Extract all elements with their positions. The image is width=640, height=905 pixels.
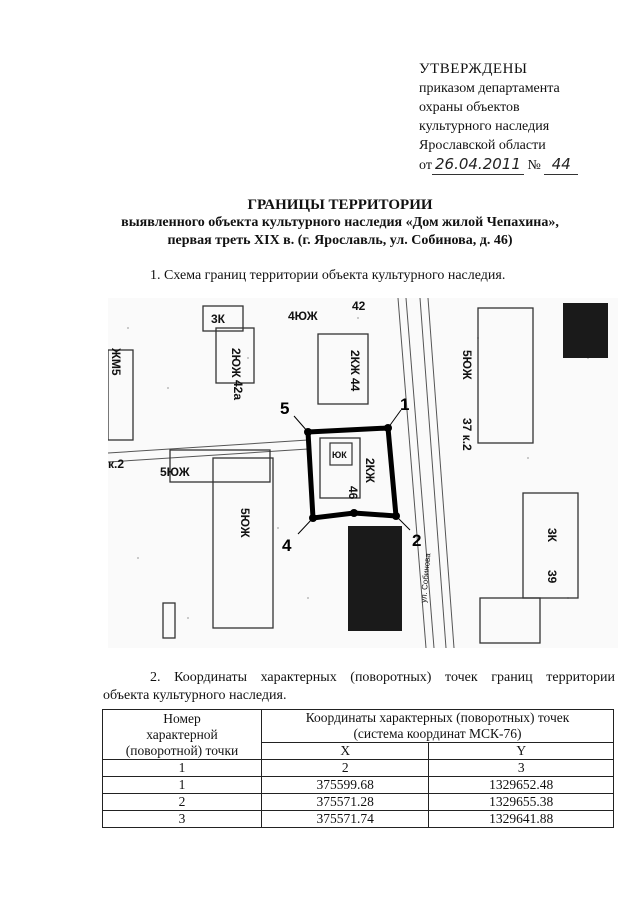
section-1-heading: 1. Схема границ территории объекта культ…	[150, 268, 506, 283]
building-label: 4ЮЖ	[288, 309, 318, 323]
title-line-2: выявленного объекта культурного наследия…	[121, 215, 559, 230]
cell-x: 375571.74	[260, 810, 430, 828]
approval-line: культурного наследия	[419, 119, 550, 134]
table-row: 3 375571.74 1329641.88	[102, 810, 614, 828]
point-label: 1	[400, 395, 409, 414]
handwritten-date: 26.04.2011	[431, 155, 524, 175]
territory-boundary	[305, 425, 399, 521]
dark-building	[563, 303, 608, 358]
approval-line: приказом департамента	[419, 81, 560, 96]
cell-y: 1329641.88	[428, 810, 614, 828]
building-label: ЮК	[332, 450, 347, 460]
column-number: 2	[260, 759, 430, 777]
column-number: 1	[102, 759, 262, 777]
buildings	[108, 305, 579, 644]
building-label: 2КЖ	[363, 458, 377, 483]
header-text: (система координат МСК-76)	[353, 726, 522, 741]
map-texture	[127, 317, 589, 619]
building-label: к.2	[108, 457, 124, 471]
table-row: 2 375571.28 1329655.38	[102, 793, 614, 811]
point-label: 4	[282, 536, 292, 555]
section-2-line-1: 2. Координаты характерных (поворотных) т…	[150, 670, 615, 685]
dark-building	[348, 526, 402, 631]
point-label: 5	[280, 399, 289, 418]
building-label: 2КЖ	[348, 350, 362, 375]
table-row: 1 375599.68 1329652.48	[102, 776, 614, 794]
date-prefix: от	[419, 158, 432, 173]
point-label: 2	[412, 531, 421, 550]
header-x: X	[260, 742, 430, 760]
building-label: 39	[545, 570, 559, 584]
building-label: 44	[348, 378, 362, 392]
street-label: ул. Собинова	[419, 552, 432, 603]
building-label: 42а	[231, 380, 245, 400]
building-label: 5ЮЖ	[238, 508, 252, 538]
header-text: характерной	[146, 726, 218, 742]
building-label: 37 к.2	[460, 418, 474, 451]
cell-y: 1329652.48	[428, 776, 614, 794]
cell-y: 1329655.38	[428, 793, 614, 811]
cell-point: 3	[102, 810, 262, 828]
header-coordinates: Координаты характерных (поворотных) точе…	[261, 709, 614, 743]
handwritten-number: 44	[544, 155, 579, 175]
building-label: ЖМ5	[109, 347, 123, 376]
building-label: 3К	[545, 528, 559, 543]
number-prefix: №	[527, 158, 541, 173]
coordinates-table: Номер характерной (поворотной) точки Коо…	[102, 709, 614, 828]
cell-x: 375571.28	[260, 793, 430, 811]
approval-heading: УТВЕРЖДЕНЫ	[419, 61, 528, 77]
cell-point: 2	[102, 793, 262, 811]
building-label: 5ЮЖ	[160, 465, 190, 479]
header-y: Y	[428, 742, 614, 760]
column-number: 3	[428, 759, 614, 777]
cell-x: 375599.68	[260, 776, 430, 794]
document-title: ГРАНИЦЫ ТЕРРИТОРИИ выявленного объекта к…	[60, 196, 620, 250]
boundary-point-3	[350, 509, 358, 517]
header-text: Номер	[163, 710, 201, 726]
section-2-line-2: объекта культурного наследия.	[103, 688, 287, 703]
header-text: (поворотной) точки	[125, 742, 239, 758]
approval-line: охраны объектов	[419, 100, 520, 115]
building-label: 3К	[211, 312, 226, 326]
title-line-1: ГРАНИЦЫ ТЕРРИТОРИИ	[247, 197, 433, 213]
header-text: Координаты характерных (поворотных) точе…	[305, 710, 570, 725]
section-2-heading: 2. Координаты характерных (поворотных) т…	[103, 669, 615, 705]
inner-building	[329, 442, 353, 466]
building-label: 2ЮЖ	[229, 348, 243, 378]
header-point-number: Номер характерной (поворотной) точки	[102, 709, 262, 760]
title-line-3: первая треть XIX в. (г. Ярославль, ул. С…	[167, 233, 513, 248]
approval-block: УТВЕРЖДЕНЫ приказом департамента охраны …	[419, 60, 619, 175]
cell-point: 1	[102, 776, 262, 794]
point-leaders	[293, 409, 411, 535]
building-label: 5ЮЖ	[460, 350, 474, 380]
building-label: 42	[352, 299, 366, 313]
building-label: 46	[346, 486, 360, 500]
boundary-map: 5 1 2 4 3К 4ЮЖ 42 2ЮЖ 42а 2КЖ 44 5ЮЖ 37 …	[108, 298, 618, 648]
street-lines	[108, 298, 455, 648]
approval-line: Ярославской области	[419, 138, 546, 153]
